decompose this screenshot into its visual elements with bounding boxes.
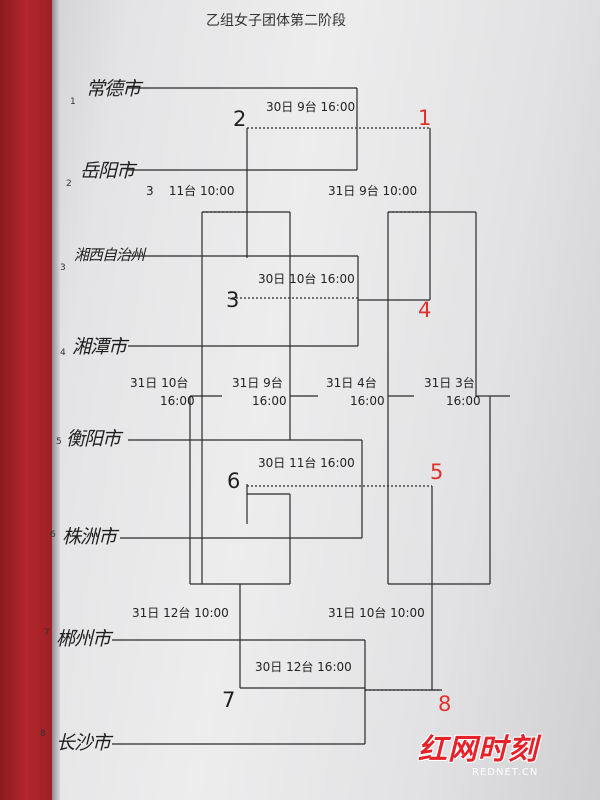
binder-edge <box>52 0 60 800</box>
match-label: 31日 10台 <box>130 376 189 390</box>
match-number-red: 4 <box>418 298 432 322</box>
team-name: 常德市 <box>86 78 141 100</box>
match-label: 31日 12台 10:00 <box>132 606 229 620</box>
match-label: 31日 3台 <box>424 376 475 390</box>
match-label: 31日 10台 10:00 <box>328 606 425 620</box>
match-number-red: 5 <box>430 460 444 484</box>
match-number: 7 <box>222 688 236 712</box>
team-number: 4 <box>60 348 66 358</box>
team-name: 岳阳市 <box>80 160 135 182</box>
match-label: 30日 12台 16:00 <box>255 660 352 674</box>
rednet-logo: 红网时刻 <box>418 732 539 766</box>
match-label: 31日 4台 <box>326 376 377 390</box>
match-number: 2 <box>233 107 247 131</box>
team-number: 6 <box>50 530 56 540</box>
match-label: 16:00 <box>252 394 287 408</box>
team-number: 1 <box>70 97 76 107</box>
team-number: 3 <box>60 263 66 273</box>
match-number-red: 8 <box>438 692 452 716</box>
match-label: 30日 11台 16:00 <box>258 456 355 470</box>
team-name: 衡阳市 <box>66 428 121 450</box>
match-number: 3 <box>226 288 240 312</box>
match-label: 30日 9台 16:00 <box>266 100 356 114</box>
team-name: 株洲市 <box>62 526 117 548</box>
match-label: 16:00 <box>160 394 195 408</box>
team-number: 2 <box>66 179 72 189</box>
match-label: 3 11台 10:00 <box>146 184 235 198</box>
match-label: 16:00 <box>446 394 481 408</box>
match-label: 31日 9台 10:00 <box>328 184 418 198</box>
binder-cover <box>0 0 52 800</box>
team-name: 湘西自治州 <box>74 246 145 264</box>
match-number: 6 <box>227 469 241 493</box>
team-name: 郴州市 <box>56 628 111 650</box>
match-label: 30日 10台 16:00 <box>258 272 355 286</box>
rednet-url: REDNET.CN <box>472 767 539 778</box>
team-number: 7 <box>44 628 50 638</box>
team-number: 8 <box>40 729 46 739</box>
match-label: 31日 9台 <box>232 376 283 390</box>
match-label: 16:00 <box>350 394 385 408</box>
team-name: 湘潭市 <box>72 336 127 358</box>
match-number-red: 1 <box>418 106 432 130</box>
team-name: 长沙市 <box>56 732 111 754</box>
page-title: 乙组女子团体第二阶段 <box>206 13 346 29</box>
team-number: 5 <box>56 437 62 447</box>
